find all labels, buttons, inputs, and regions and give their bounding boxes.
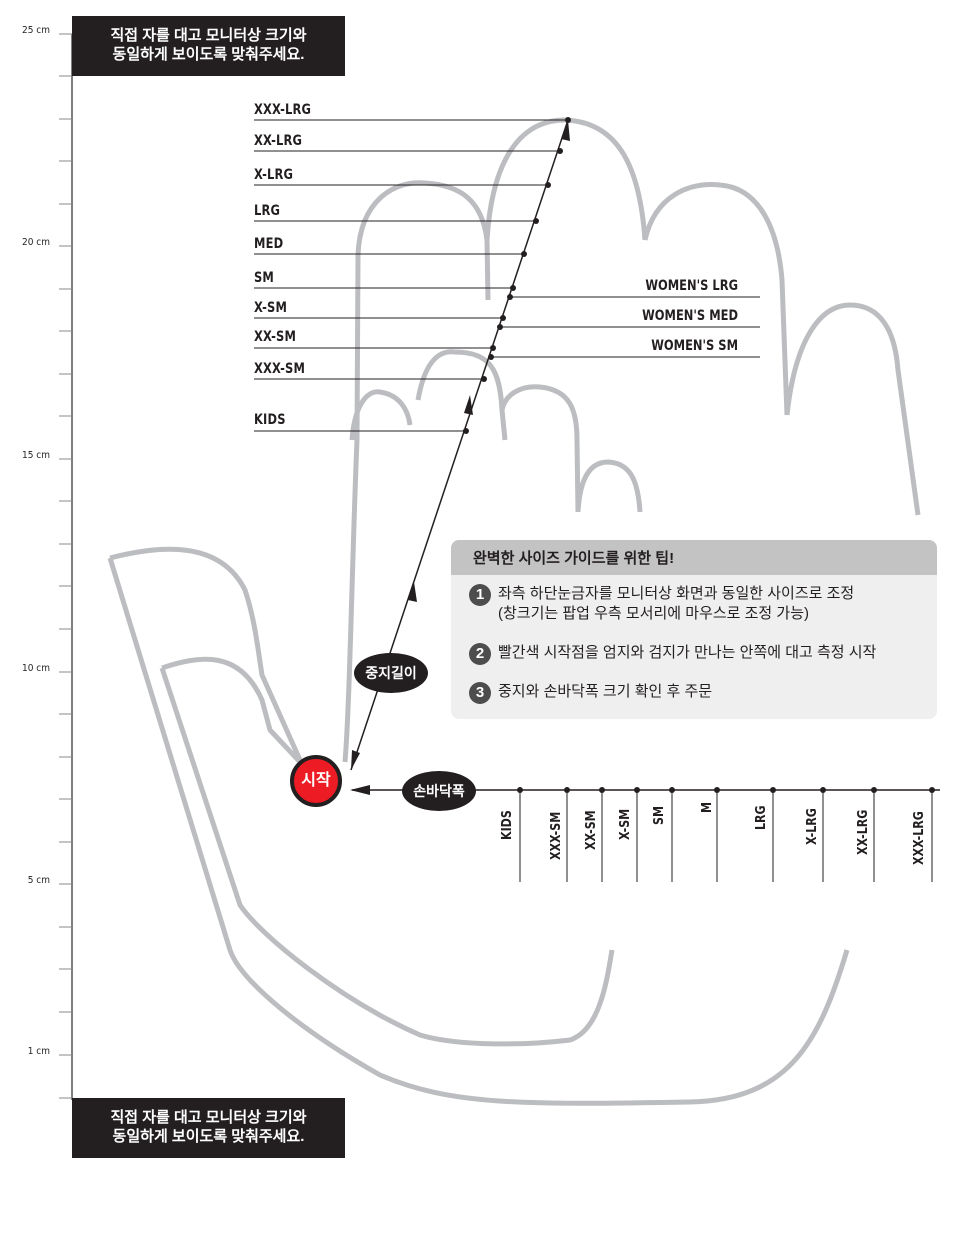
ruler-label-15cm: 15 cm (21, 450, 50, 461)
tip-line: (창크기는 팝업 우측 모서리에 마우스로 조정 가능) (498, 605, 809, 622)
tips-title: 완벽한 사이즈 가이드를 위한 팁! (451, 540, 937, 575)
hand-outline (107, 117, 921, 1106)
ruler-label-25cm: 25 cm (21, 25, 50, 36)
tip-text: 좌측 하단눈금자를 모니터상 화면과 동일한 사이즈로 조정 (창크기는 팝업 … (498, 584, 854, 624)
palm-size-label: X-SM (618, 808, 633, 840)
notice-line-1: 직접 자를 대고 모니터상 크기와 (110, 27, 307, 44)
palm-size-label: M (700, 802, 715, 813)
notice-line-2: 동일하게 보이도록 맞춰주세요. (112, 1128, 305, 1145)
palm-size-label: KIDS (500, 810, 515, 840)
palm-size-label: SM (652, 806, 667, 825)
finger-size-label: XXX-LRG (254, 102, 312, 118)
calibration-notice-bottom: 직접 자를 대고 모니터상 크기와 동일하게 보이도록 맞춰주세요. (72, 1098, 345, 1158)
palm-size-label: LRG (754, 805, 769, 830)
calibration-notice-top: 직접 자를 대고 모니터상 크기와 동일하게 보이도록 맞춰주세요. (72, 16, 345, 76)
finger-size-label: SM (254, 270, 275, 286)
finger-size-label: XX-SM (254, 329, 297, 345)
palm-size-label: X-LRG (805, 808, 820, 845)
finger-size-label: XX-LRG (254, 133, 303, 149)
tip-text: 빨간색 시작점을 엄지와 검지가 만나는 안쪽에 대고 측정 시작 (498, 644, 877, 661)
womens-size-label: WOMEN'S MED (642, 308, 738, 324)
notice-line-1: 직접 자를 대고 모니터상 크기와 (110, 1109, 307, 1126)
number-3-icon: 3 (469, 682, 491, 704)
palm-size-label: XX-SM (584, 810, 599, 850)
number-1-icon: 1 (469, 584, 491, 606)
finger-size-lines (254, 119, 760, 432)
finger-size-label: XXX-SM (254, 361, 306, 377)
tip-line: 좌측 하단눈금자를 모니터상 화면과 동일한 사이즈로 조정 (498, 585, 855, 602)
womens-size-label: WOMEN'S SM (651, 338, 738, 354)
finger-size-label: MED (254, 236, 284, 252)
womens-size-label: WOMEN'S LRG (645, 278, 738, 294)
ruler-label-5cm: 5 cm (27, 875, 50, 886)
number-2-icon: 2 (469, 643, 491, 665)
finger-length-bubble: 중지길이 (354, 653, 428, 693)
finger-size-label: KIDS (254, 412, 286, 428)
finger-size-label: LRG (254, 203, 281, 219)
tips-panel: 완벽한 사이즈 가이드를 위한 팁! 1 좌측 하단눈금자를 모니터상 화면과 … (451, 540, 937, 719)
finger-size-label: X-SM (254, 300, 288, 316)
palm-size-label: XX-LRG (856, 809, 871, 855)
notice-line-2: 동일하게 보이도록 맞춰주세요. (112, 46, 305, 63)
finger-size-label: X-LRG (254, 167, 294, 183)
tip-text: 중지와 손바닥폭 크기 확인 후 주문 (498, 683, 713, 700)
ruler-label-1cm: 1 cm (27, 1046, 50, 1057)
palm-width-bubble: 손바닥폭 (402, 771, 476, 811)
ruler-ticks (59, 33, 72, 1099)
ruler-label-10cm: 10 cm (21, 663, 50, 674)
palm-size-label: XXX-SM (549, 811, 564, 860)
start-point: 시작 (290, 755, 342, 807)
palm-size-label: XXX-LRG (912, 811, 927, 865)
ruler-label-20cm: 20 cm (21, 237, 50, 248)
